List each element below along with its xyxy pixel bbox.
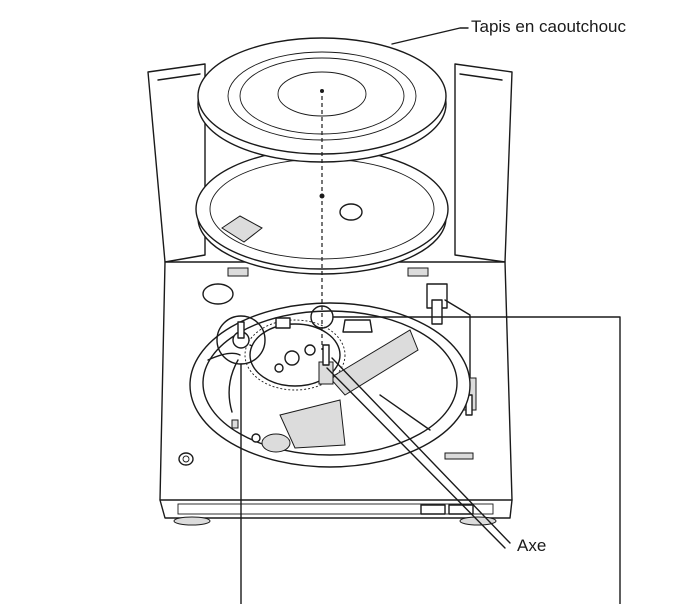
- dust-cover: [147, 63, 513, 263]
- chassis: [189, 302, 471, 468]
- rubber-mat-label: Tapis en caoutchouc: [471, 17, 626, 36]
- axle-label: Axe: [517, 536, 546, 555]
- leader-lines: [240, 27, 621, 604]
